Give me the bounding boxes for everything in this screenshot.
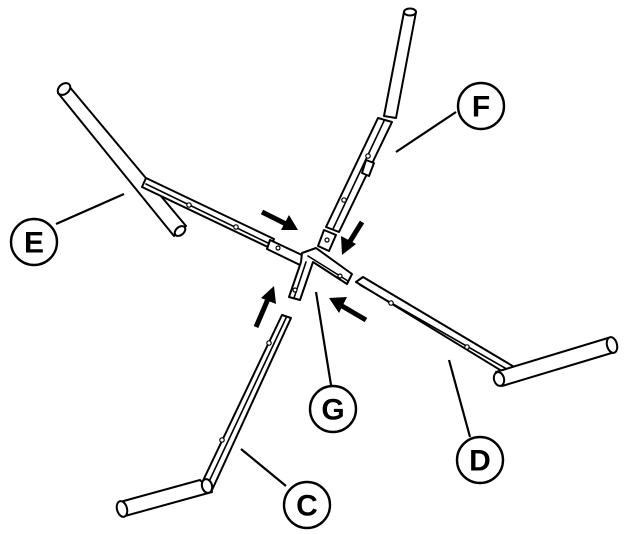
callout-d-label: D <box>469 445 491 478</box>
arrow-from-d <box>329 297 368 323</box>
leg-e <box>56 82 305 266</box>
leg-f <box>317 7 417 252</box>
leader-g <box>314 291 333 386</box>
callout-c-label: C <box>296 490 318 523</box>
callout-e: E <box>9 217 59 267</box>
leader-d <box>447 359 472 438</box>
leader-e <box>55 192 125 226</box>
callout-g: G <box>308 384 358 434</box>
leg-c <box>115 314 292 518</box>
arrow-from-f <box>341 220 365 255</box>
callout-f-label: F <box>472 91 490 124</box>
leader-c <box>240 448 287 487</box>
leader-f <box>395 111 457 153</box>
callout-e-label: E <box>24 227 44 260</box>
leg-d <box>355 276 619 387</box>
callout-f: F <box>456 81 506 131</box>
callout-g-label: G <box>321 394 344 427</box>
center-g <box>288 247 353 301</box>
arrow-from-c <box>253 286 276 328</box>
callout-d: D <box>455 435 505 485</box>
callout-c: C <box>282 480 332 530</box>
arrow-from-e <box>260 209 298 230</box>
